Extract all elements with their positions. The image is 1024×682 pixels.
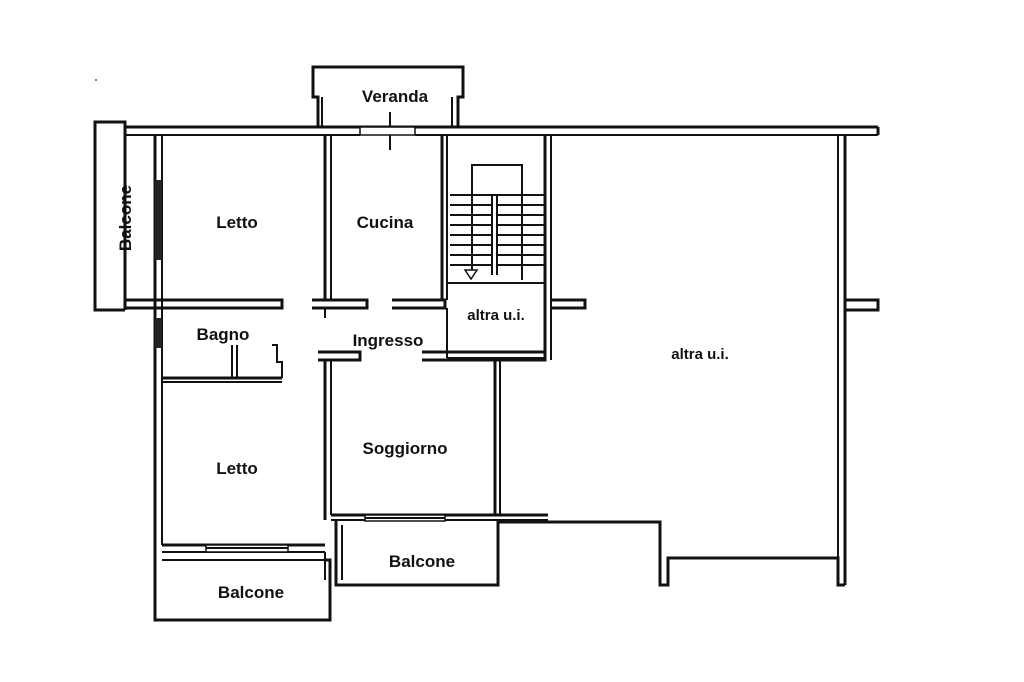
label-soggiorno: Soggiorno: [363, 439, 448, 458]
label-balcone-left: Balcone: [116, 185, 135, 251]
label-bagno: Bagno: [197, 325, 250, 344]
staircase: [450, 164, 545, 281]
arrow-down-icon: [463, 269, 479, 281]
label-altra-ui-right: altra u.i.: [671, 346, 729, 363]
label-ingresso: Ingresso: [353, 331, 424, 350]
label-cucina: Cucina: [357, 213, 414, 232]
label-balcone-bottom-mid: Balcone: [389, 552, 455, 571]
label-letto-bottom: Letto: [216, 459, 258, 478]
label-letto-top: Letto: [216, 213, 258, 232]
label-veranda: Veranda: [362, 87, 429, 106]
windows: [205, 126, 446, 553]
label-altra-ui-stair: altra u.i.: [467, 307, 525, 324]
label-balcone-bottom-left: Balcone: [218, 583, 284, 602]
speck: [95, 79, 97, 81]
room-labels: Veranda Balcone Letto Cucina altra u.i. …: [116, 87, 729, 602]
